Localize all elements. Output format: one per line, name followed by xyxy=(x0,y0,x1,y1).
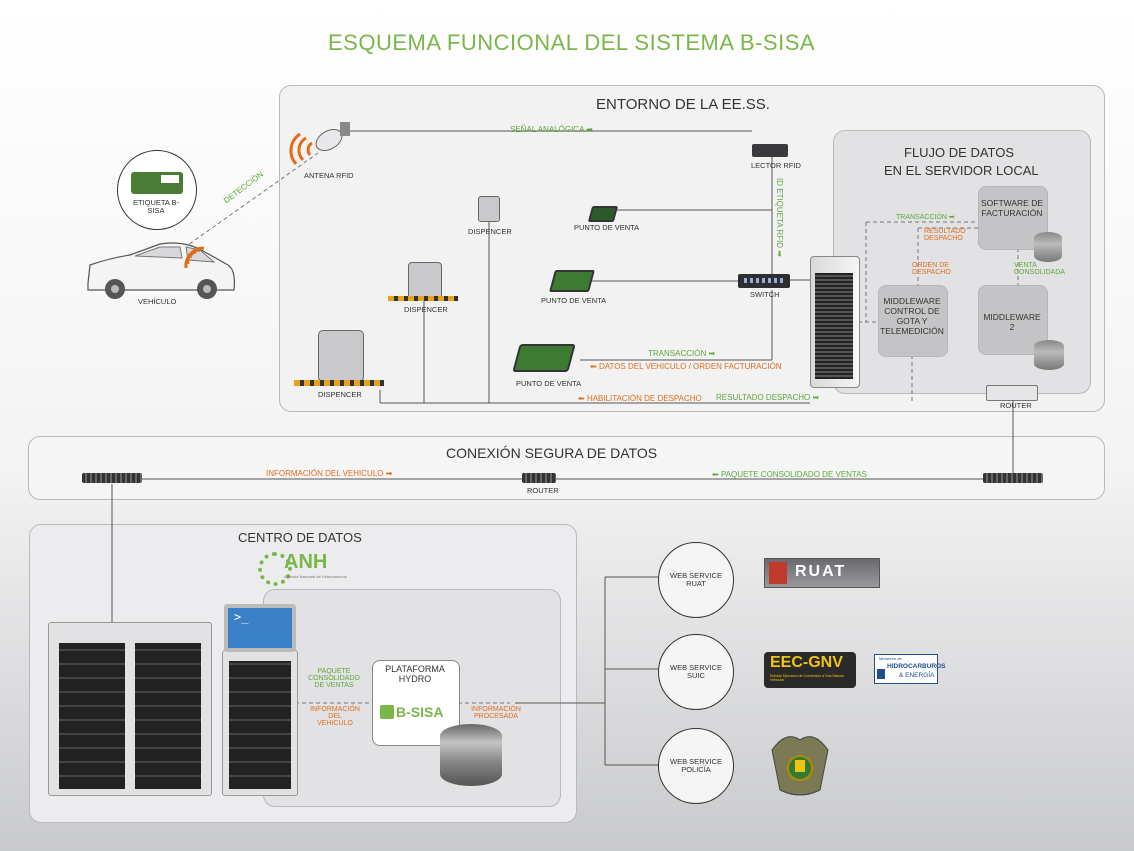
eec-gnv-logo: EEC-GNV Entidad Ejecutora de Conversión … xyxy=(764,652,856,688)
dispencer-icon-3 xyxy=(318,330,364,382)
entorno-heading: ENTORNO DE LA EE.SS. xyxy=(596,96,770,113)
dispencer-base-2 xyxy=(388,296,458,301)
database-icon-3 xyxy=(440,724,502,786)
local-server-icon xyxy=(810,256,860,388)
ruat-logo: RUAT xyxy=(764,558,880,588)
ws-ruat-label: WEB SERVICE RUAT xyxy=(670,570,722,588)
rfid-tag-icon xyxy=(131,172,183,194)
transaccion-label: TRANSACCIÓN ➡ xyxy=(648,349,716,358)
punto-label-2: PUNTO DE VENTA xyxy=(541,296,607,305)
dispencer-label-1: DISPENCER xyxy=(468,227,512,236)
server-rack-icon-1 xyxy=(48,622,212,796)
ws-policia-label: WEB SERVICE POLICÍA xyxy=(670,756,722,774)
anh-logo-icon xyxy=(258,552,292,586)
conexion-panel xyxy=(28,436,1105,500)
eec-logo-sub: Entidad Ejecutora de Conversión a Gas Na… xyxy=(770,674,844,682)
flujo-orden-label: ORDEN DE DESPACHO xyxy=(912,262,951,276)
lector-label: LECTOR RFID xyxy=(751,161,801,170)
database-icon-2 xyxy=(1034,340,1064,370)
ws-policia-circle: WEB SERVICE POLICÍA xyxy=(658,728,734,804)
conexion-router-label: ROUTER xyxy=(527,486,559,495)
senal-label: SEÑAL ANALÓGICA ➡ xyxy=(510,125,593,134)
plataforma-hydro-box xyxy=(372,660,460,746)
router-label: ROUTER xyxy=(1000,401,1032,410)
switch-right-icon xyxy=(983,473,1043,483)
flujo-heading-2: EN EL SERVIDOR LOCAL xyxy=(884,163,1039,178)
anh-logo-text: ANH xyxy=(284,551,328,573)
ministerio-logo: Ministerio de HIDROCARBUROS & ENERGÍA xyxy=(874,654,946,684)
centro-info-label: INFORMACIÓN DEL VEHICULO xyxy=(310,706,360,727)
eec-logo-text: EEC-GNV xyxy=(770,654,843,671)
laptop-icon xyxy=(224,604,296,652)
switch-left-icon xyxy=(82,473,142,483)
habilitacion-label: ⬅ HABILITACIÓN DE DESPACHO xyxy=(578,394,702,403)
ws-suic-label: WEB SERVICE SUIC xyxy=(670,662,722,680)
conexion-info-label: INFORMACIÓN DEL VEHICULO ➡ xyxy=(266,469,393,478)
dispencer-icon-2 xyxy=(408,262,442,300)
punto-label-1: PUNTO DE VENTA xyxy=(574,223,640,232)
anh-logo-sub: Agencia Nacional de Hidrocarburos xyxy=(284,574,347,579)
dispencer-label-2: DISPENCER xyxy=(404,305,448,314)
ruat-logo-text: RUAT xyxy=(795,563,847,580)
conexion-paquete-label: ⬅ PAQUETE CONSOLIDADO DE VENTAS xyxy=(712,470,867,479)
dispencer-label-3: DISPENCER xyxy=(318,390,362,399)
database-icon-1 xyxy=(1034,232,1062,262)
min-text-2: HIDROCARBUROS xyxy=(887,663,946,670)
flujo-resultado-label: RESULTADO DESPACHO xyxy=(924,228,966,242)
router-icon xyxy=(986,385,1038,401)
lector-rfid-icon xyxy=(752,144,788,157)
ws-suic-circle: WEB SERVICE SUIC xyxy=(658,634,734,710)
punto-label-3: PUNTO DE VENTA xyxy=(516,379,582,388)
middleware1-label: MIDDLEWARE CONTROL DE GOTA Y TELEMEDICIÓ… xyxy=(880,296,944,336)
centro-heading: CENTRO DE DATOS xyxy=(238,530,362,545)
min-text-1: Ministerio de xyxy=(879,656,902,661)
switch-icon xyxy=(738,274,790,288)
centro-paquete-label: PAQUETE CONSOLIDADO DE VENTAS xyxy=(308,668,360,689)
middleware-control-box xyxy=(878,285,948,357)
datos-vehiculo-label: ⬅ DATOS DEL VEHICULO / ORDEN FACTURACIÓN xyxy=(590,362,782,371)
antena-label: ANTENA RFID xyxy=(304,171,354,180)
flujo-transaccion-label: TRANSACCIÓN ➡ xyxy=(896,214,955,221)
min-text-3: & ENERGÍA xyxy=(899,672,935,679)
bsisa-logo-text: B-SISA xyxy=(396,704,444,720)
software-label: SOFTWARE DE FACTURACIÓN xyxy=(980,198,1044,218)
centro-procesada-label: INFORMACIÓN PROCESADA xyxy=(471,706,521,720)
bsisa-logo-icon xyxy=(380,705,394,719)
middleware2-label: MIDDLEWARE 2 xyxy=(983,312,1041,332)
vehiculo-label: VEHÍCULO xyxy=(138,297,177,306)
resultado-label: RESULTADO DESPACHO ➡ xyxy=(716,393,820,402)
flujo-heading-1: FLUJO DE DATOS xyxy=(904,145,1015,160)
flujo-venta-label: VENTA CONSOLIDADA xyxy=(1014,262,1065,276)
laptop-prompt-icon: >_ xyxy=(234,610,249,624)
plataforma-label: PLATAFORMA HYDRO xyxy=(385,664,445,684)
etiqueta-label: ETIQUETA B-SISA xyxy=(132,198,180,216)
dispencer-base-3 xyxy=(294,380,384,386)
switch-label: SWITCH xyxy=(750,290,780,299)
dispencer-icon-1 xyxy=(478,196,500,222)
router-center-icon xyxy=(522,473,556,483)
conexion-heading: CONEXIÓN SEGURA DE DATOS xyxy=(446,445,658,461)
server-rack-icon-2 xyxy=(222,650,298,796)
page-title: ESQUEMA FUNCIONAL DEL SISTEMA B-SISA xyxy=(328,30,816,55)
ws-ruat-circle: WEB SERVICE RUAT xyxy=(658,542,734,618)
